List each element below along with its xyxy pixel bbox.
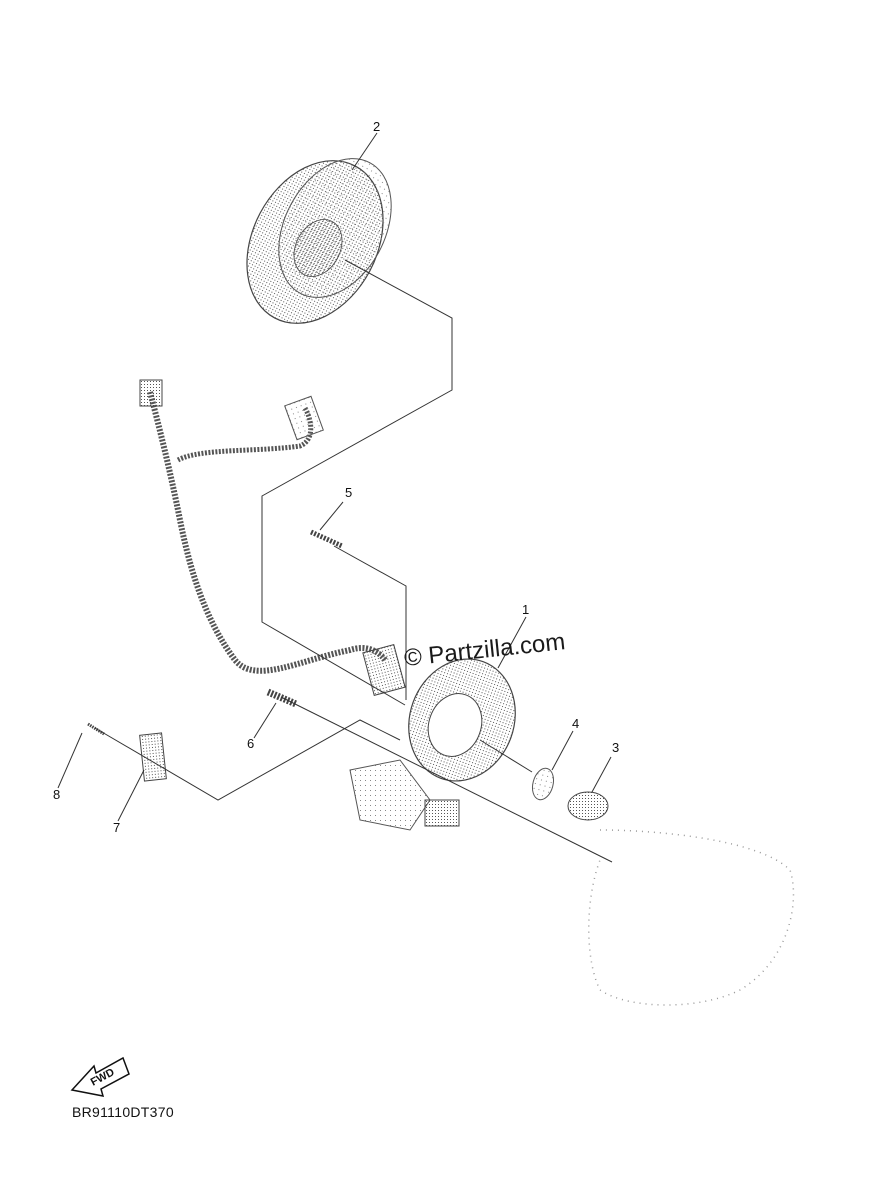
small-screw-icon bbox=[87, 722, 105, 736]
screw-icon bbox=[309, 529, 344, 549]
callout-4: 4 bbox=[572, 716, 579, 731]
wire-harness-icon bbox=[139, 379, 406, 697]
drawing-code: BR91110DT370 bbox=[72, 1104, 174, 1120]
clamp-icon bbox=[139, 732, 167, 782]
rotor-flywheel-icon bbox=[246, 158, 392, 324]
callout-1: 1 bbox=[522, 602, 529, 617]
callout-8: 8 bbox=[53, 787, 60, 802]
engine-case-outline bbox=[588, 829, 795, 1006]
cap-icon bbox=[567, 791, 609, 821]
callout-3: 3 bbox=[612, 740, 619, 755]
callout-6: 6 bbox=[247, 736, 254, 751]
stator-assembly-icon bbox=[349, 658, 516, 831]
fwd-arrow-icon: FWD bbox=[70, 1056, 130, 1097]
callout-7: 7 bbox=[113, 820, 120, 835]
grommet-icon bbox=[531, 767, 555, 801]
assembly-lines bbox=[57, 132, 613, 863]
callout-2: 2 bbox=[373, 119, 380, 134]
callout-5: 5 bbox=[345, 485, 352, 500]
